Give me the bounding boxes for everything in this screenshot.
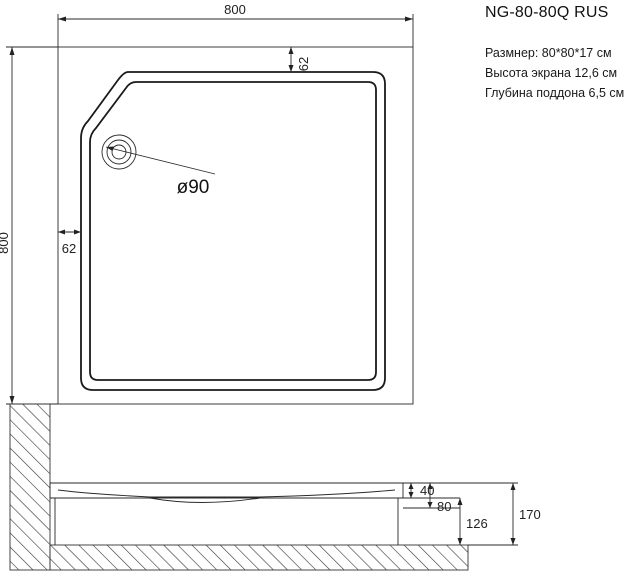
wall-hatch [9, 403, 51, 571]
profile-170-label: 170 [519, 507, 541, 522]
floor-hatch [49, 544, 469, 571]
drain-mid [106, 139, 132, 165]
width-label: 800 [224, 2, 246, 17]
profile-80-label: 80 [437, 499, 451, 514]
tray-rim-outer [80, 71, 386, 391]
spec-size: Размнер: 80*80*17 см [485, 46, 612, 60]
profile-40-label: 40 [420, 483, 434, 498]
spec-tray-depth: Глубина поддона 6,5 см [485, 86, 625, 100]
spec-screen-height: Высота экрана 12,6 см [485, 66, 618, 80]
model-title: NG-80-80Q RUS [485, 4, 609, 21]
drain-leader-line [105, 146, 216, 175]
height-label: 800 [0, 232, 11, 254]
tray-screen [54, 498, 399, 545]
tray-outline [57, 46, 414, 405]
offset-left-label: 62 [62, 241, 76, 256]
tray-profile [49, 482, 404, 499]
drain-outer [101, 134, 137, 170]
profile-126-label: 126 [466, 516, 488, 531]
drain-inner [111, 144, 127, 160]
drain-diameter-label: ø90 [177, 177, 210, 198]
offset-top-label: 62 [296, 57, 311, 71]
tray-rim-inner [89, 81, 377, 381]
